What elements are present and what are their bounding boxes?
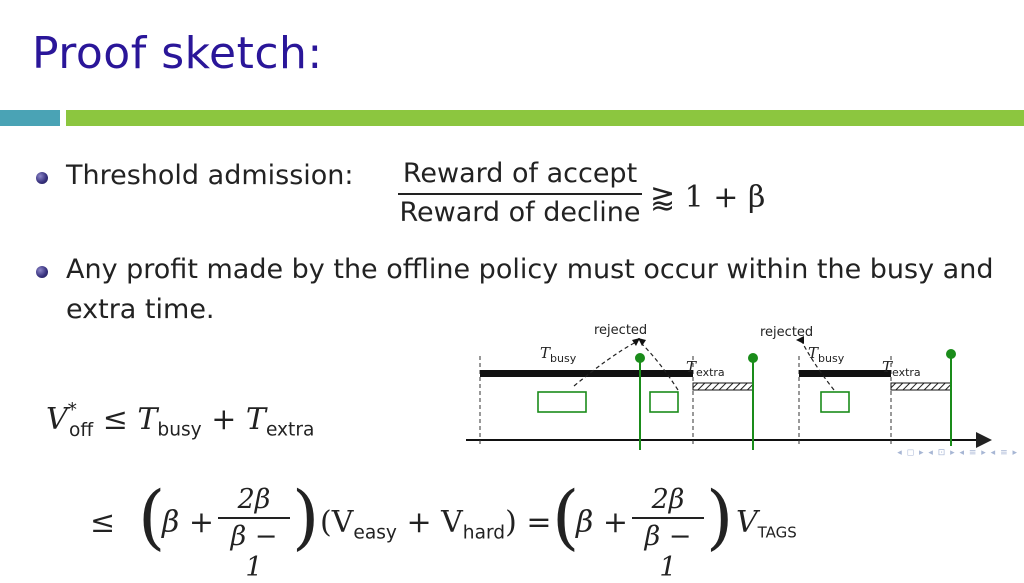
right-paren-1: ) [292,476,320,558]
slide-title: Proof sketch: [32,28,323,79]
two-beta-fraction-1: 2β β − 1 [218,484,290,583]
arrow-tip [638,338,646,346]
request-box [820,391,850,413]
left-paren-1: ( [138,476,166,558]
timeline-diagram: rejected rejected Tbusy Textra Tbusy Tex… [466,323,992,450]
busy-sub: busy [157,419,202,441]
leq-symbol: ≤ [102,402,128,438]
arrow-tip [796,336,804,344]
request-box [649,391,679,413]
rejected-arc [573,341,637,387]
threshold-fraction: Reward of accept Reward of decline [398,158,642,228]
bullet-icon [36,172,48,184]
extra-bar [890,382,952,391]
frac-num: 2β [237,484,271,515]
fraction-numerator: Reward of accept [402,158,638,189]
beta-symbol: β [576,505,594,540]
fraction-bar [398,193,642,195]
inequality-offline-bound: V*off ≤ Tbusy + Textra [46,400,314,441]
right-paren-2: ) [706,476,734,558]
plus-v: + V [396,505,463,540]
frac-den: β − 1 [644,521,692,583]
extra-bar [692,382,754,391]
open-v: (V [320,505,354,540]
two-beta-fraction-2: 2β β − 1 [632,484,704,583]
accept-dot [635,353,645,363]
accept-dot [748,353,758,363]
beta-symbol: β [162,505,180,540]
bullet-threshold-label: Threshold admission: [66,160,354,191]
frac-num: 2β [651,484,685,515]
fraction-bar [218,517,290,519]
v-off-symbol: V [46,402,68,438]
close-eq: ) = [505,505,552,540]
rejected-arc [641,343,679,391]
leq-symbol-2: ≤ [90,505,116,540]
t-extra-label: Textra [882,358,921,379]
busy-bar [799,370,891,377]
bullet-profit-line1: Any profit made by the offline policy mu… [66,254,994,285]
off-sub: off [68,419,94,441]
busy-bar [480,370,693,377]
t-busy-label: Tbusy [808,344,845,365]
t-busy-label: Tbusy [540,344,577,365]
plus-symbol: + [602,505,629,540]
extra-sub: extra [265,419,315,441]
v-tags-symbol: V [736,505,758,540]
hard-sub: hard [462,522,506,544]
rejected-label: rejected [594,323,647,338]
t-extra-symbol: T [245,402,266,438]
plus-symbol: + [211,402,237,438]
bullet-profit-line2: extra time. [66,294,215,325]
fraction-denominator: Reward of decline [399,197,641,228]
t-extra-label: Textra [686,358,725,379]
easy-sub: easy [353,522,397,544]
beamer-navigation[interactable]: ◂ ◻ ▸ ◂ ⊡ ▸ ◂ ≡ ▸ ◂ ≡ ▸ [897,448,1018,458]
fraction-bar [632,517,704,519]
request-box [537,391,587,413]
threshold-relation: ⪆ 1 + β [650,180,766,215]
beta-plus-2: β + [576,505,628,540]
v-tags: VTAGS [736,505,797,541]
frac-den: β − 1 [230,521,278,583]
accept-dot [946,349,956,359]
header-bar-green [66,110,1024,126]
plus-symbol: + [188,505,215,540]
header-bar-teal [0,110,60,126]
bullet-icon [36,266,48,278]
rejected-label: rejected [760,325,813,340]
arrow-tip [632,338,640,346]
left-paren-2: ( [552,476,580,558]
v-easy-hard-sum: (Veasy + Vhard) = [320,505,551,544]
tags-sub: TAGS [757,523,797,542]
star-sup: * [67,400,77,421]
beta-plus-1: β + [162,505,214,540]
t-busy-symbol: T [137,402,158,438]
